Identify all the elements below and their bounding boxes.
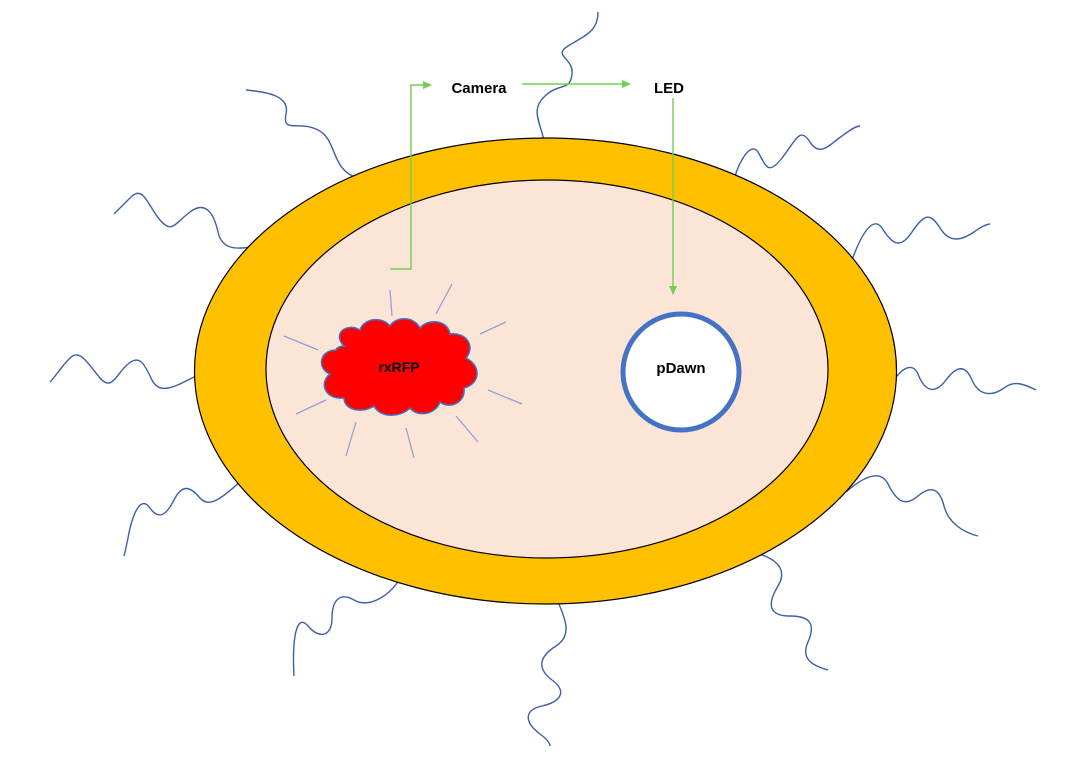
glow-ray [283,335,319,351]
arrow-rxrfp-to-camera [390,81,432,270]
flagellum-icon [245,89,359,179]
flagella-group [49,11,1037,747]
glow-ray [455,415,479,443]
glow-ray [345,421,357,457]
flagellum-icon [113,192,259,249]
glow-ray [405,427,415,459]
pdawn-vesicle [620,311,742,433]
camera-label: Camera [451,80,507,97]
glow-ray [435,283,453,315]
flagellum-icon [889,366,1037,395]
flagellum-icon [527,601,567,747]
flagellum-icon [536,11,599,146]
flagellum-icon [731,125,861,189]
flagellum-icon [123,481,241,557]
glow-rays [283,283,523,459]
flagellum-icon [851,216,991,261]
rxrfp-cloud-icon [320,318,478,416]
glow-ray [389,289,393,317]
glow-ray [295,399,327,415]
flagellum-icon [49,354,197,390]
flagellum-icon [845,475,979,537]
signal-arrows [390,80,677,295]
glow-ray [479,321,507,335]
inner-cell [265,179,829,559]
flagellum-icon [751,551,829,671]
led-label: LED [654,80,684,97]
flagellum-icon [292,581,399,677]
glow-ray [487,389,523,405]
pdawn-label: pDawn [656,360,705,377]
rxrfp-label: rxRFP [378,359,419,375]
